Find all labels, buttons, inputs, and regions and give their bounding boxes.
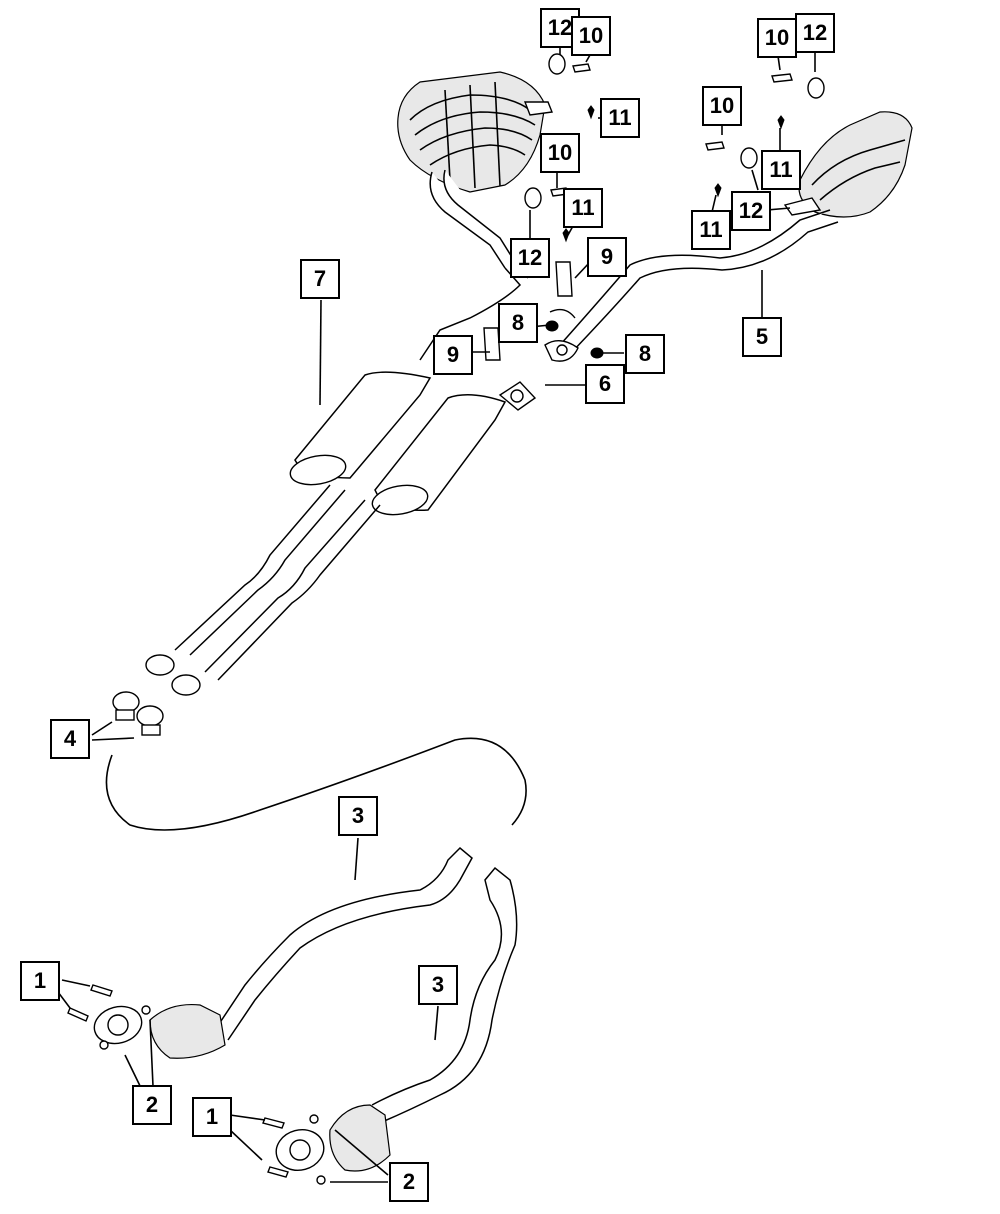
hanger-hardware xyxy=(483,53,825,362)
callout-3: 3 xyxy=(338,796,378,836)
callout-11: 11 xyxy=(600,98,640,138)
callout-11: 11 xyxy=(761,150,801,190)
front-pipe-lower xyxy=(371,866,518,1123)
catalytic-converter-lower xyxy=(275,1104,391,1172)
catalytic-converter-upper xyxy=(93,1003,226,1059)
callout-7: 7 xyxy=(300,259,340,299)
callout-8: 8 xyxy=(625,334,665,374)
callout-10: 10 xyxy=(702,86,742,126)
resonator-assembly xyxy=(289,261,537,516)
dual-tailpipes xyxy=(145,484,381,696)
intermediate-pipe xyxy=(559,209,839,353)
callout-8: 8 xyxy=(498,303,538,343)
callout-9: 9 xyxy=(587,237,627,277)
callout-2: 2 xyxy=(132,1085,172,1125)
callout-10: 10 xyxy=(540,133,580,173)
callout-9: 9 xyxy=(433,335,473,375)
callout-11: 11 xyxy=(563,188,603,228)
callout-10: 10 xyxy=(571,16,611,56)
callout-1: 1 xyxy=(192,1097,232,1137)
callout-1: 1 xyxy=(20,961,60,1001)
connector-loop xyxy=(105,737,527,831)
callout-11: 11 xyxy=(691,210,731,250)
callout-6: 6 xyxy=(585,364,625,404)
callout-12: 12 xyxy=(795,13,835,53)
callout-2: 2 xyxy=(389,1162,429,1202)
rear-muffler-left xyxy=(397,71,553,193)
flange-studs-nuts xyxy=(67,984,326,1185)
tailpipe-left-rear xyxy=(429,169,516,269)
callout-12: 12 xyxy=(510,238,550,278)
callout-5: 5 xyxy=(742,317,782,357)
callout-10: 10 xyxy=(757,18,797,58)
front-pipe-upper xyxy=(214,846,473,1041)
rear-muffler-right xyxy=(783,111,913,218)
callout-4: 4 xyxy=(50,719,90,759)
exhaust-clamps xyxy=(112,691,164,736)
callout-12: 12 xyxy=(731,191,771,231)
callout-3: 3 xyxy=(418,965,458,1005)
